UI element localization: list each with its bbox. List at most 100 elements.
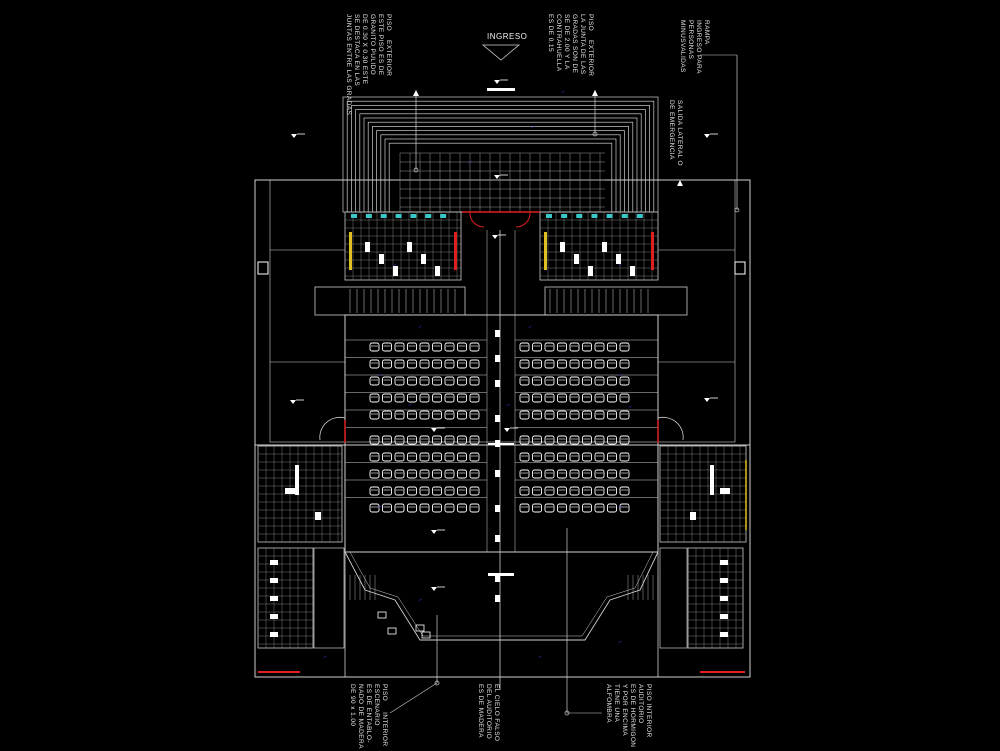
seat-right <box>619 435 630 445</box>
seat-left <box>369 486 380 496</box>
dimension-tag: ~ <box>417 324 425 332</box>
seat-right <box>582 393 592 403</box>
seat-right <box>519 393 530 403</box>
toilet-fixture <box>425 214 432 218</box>
axis-marker <box>495 505 500 512</box>
restroom-block-left <box>344 211 462 281</box>
sanitary-unit <box>407 242 412 252</box>
seat-right <box>582 503 592 513</box>
stage-outline <box>344 551 659 641</box>
dimension-tag: ~ <box>617 504 625 512</box>
dimension-tag: ~ <box>527 324 535 332</box>
seat-right <box>619 393 630 403</box>
dimension-tag: ~ <box>377 504 385 512</box>
seat-left <box>457 376 467 386</box>
seat-right <box>557 376 567 386</box>
side-door-swing <box>319 416 346 441</box>
entrance-step <box>351 105 650 213</box>
section-marker <box>488 573 514 576</box>
seat-left <box>382 376 392 386</box>
side-emblem-left <box>257 261 269 275</box>
note-piso-interior-auditorio: PISO INTERIOR AUDITORIO ES DE HORMIGON Y… <box>605 684 652 748</box>
dimension-tag: ~ <box>322 654 330 662</box>
side-emblem-right <box>734 261 746 275</box>
restroom-block-right <box>539 211 659 281</box>
entrance-label: INGRESO <box>487 32 528 41</box>
seat-right <box>557 503 567 513</box>
equipment-block <box>720 488 730 494</box>
seat-left <box>407 503 417 513</box>
seat-left <box>394 435 405 445</box>
seat-right <box>544 435 555 445</box>
seat-right <box>519 503 530 513</box>
seat-right <box>582 469 592 479</box>
sanitary-unit <box>616 254 621 264</box>
seat-left <box>457 469 467 479</box>
seat-right <box>619 486 630 496</box>
seat-right <box>532 452 542 462</box>
seat-left <box>419 469 430 479</box>
seat-left <box>394 342 405 352</box>
seat-right <box>532 503 542 513</box>
seat-right <box>532 469 542 479</box>
note-cielo-falso: EL CIELO FALSO DEL AUDITORIO ES DE MADER… <box>477 684 500 742</box>
axis-marker <box>495 380 500 387</box>
seat-left <box>394 359 405 369</box>
seat-left <box>419 410 430 420</box>
sanitary-unit <box>270 578 278 583</box>
seat-left <box>407 435 417 445</box>
level-symbol <box>431 428 437 432</box>
sanitary-unit <box>720 578 728 583</box>
seat-left <box>382 452 392 462</box>
building-inner-outline <box>269 179 736 443</box>
level-symbol <box>290 400 296 404</box>
seat-left <box>457 435 467 445</box>
seat-right <box>569 393 580 403</box>
toilet-fixture <box>606 214 613 218</box>
partition-wall <box>544 232 547 270</box>
seat-right <box>569 452 580 462</box>
seat-left <box>432 486 442 496</box>
toilet-fixture <box>561 214 568 218</box>
seat-right <box>594 393 605 403</box>
dimension-tag: ~ <box>627 404 635 412</box>
seat-right <box>532 342 542 352</box>
seat-left <box>469 503 480 513</box>
seat-left <box>469 410 480 420</box>
door-swing <box>469 212 485 228</box>
stage-prop <box>415 624 425 632</box>
seat-left <box>369 410 380 420</box>
dimension-tag: ~ <box>617 639 625 647</box>
seat-right <box>532 359 542 369</box>
dimension-tag: ~ <box>467 159 475 167</box>
seat-left <box>432 393 442 403</box>
dimension-tag: ~ <box>560 89 568 97</box>
entrance-step <box>367 121 634 213</box>
sanitary-unit <box>393 266 398 276</box>
seat-right <box>607 503 617 513</box>
toilet-fixture <box>365 214 372 218</box>
seat-right <box>582 486 592 496</box>
seat-left <box>457 503 467 513</box>
seat-left <box>469 342 480 352</box>
seat-left <box>457 452 467 462</box>
axis-marker <box>495 595 500 602</box>
seat-right <box>607 486 617 496</box>
seat-right <box>607 359 617 369</box>
seat-right <box>594 376 605 386</box>
toilet-fixture <box>351 214 357 218</box>
seat-left <box>469 376 480 386</box>
seat-right <box>519 435 530 445</box>
seat-left <box>457 486 467 496</box>
seat-left <box>444 410 455 420</box>
sanitary-unit <box>602 242 607 252</box>
sanitary-unit <box>435 266 440 276</box>
sanitary-unit <box>560 242 565 252</box>
sanitary-unit <box>720 596 728 601</box>
building-outline-lower <box>254 444 751 678</box>
seat-left <box>369 342 380 352</box>
entrance-step <box>380 134 621 213</box>
seat-right <box>544 410 555 420</box>
seat-right <box>557 486 567 496</box>
dimension-tag: ~ <box>407 402 415 410</box>
